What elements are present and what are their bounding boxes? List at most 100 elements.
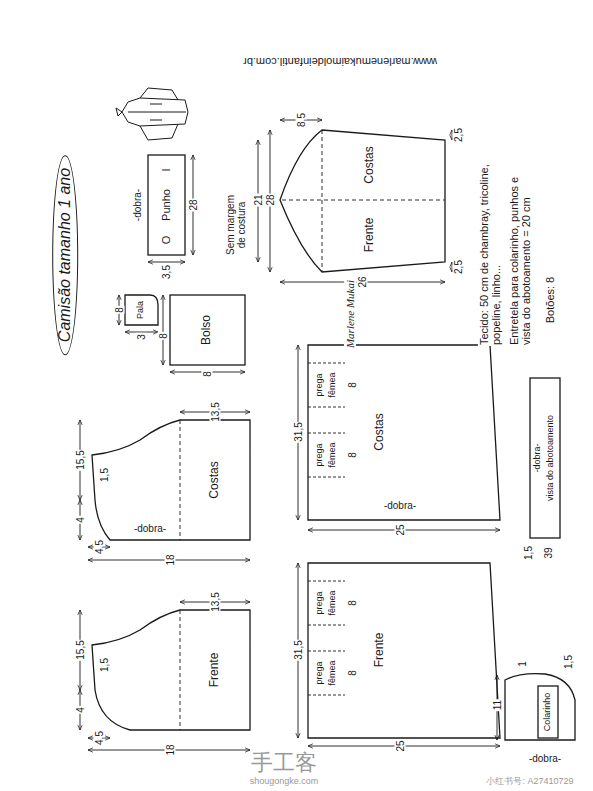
dimension: 13,5 <box>210 401 221 422</box>
dimension: 8 <box>158 332 169 340</box>
piece-label: Frente <box>208 652 221 689</box>
signature: Marlene Mukai <box>344 279 356 349</box>
website-url: www.marlenemukaimoldeinfantil.com.br <box>242 56 438 68</box>
dimension: 4,5 <box>94 730 105 746</box>
flap-piece: Pala <box>125 295 158 325</box>
back-skirt-piece: Costas-dobra-pregafêmeapregafêmea <box>308 345 500 520</box>
grain-line <box>180 130 445 730</box>
dimension: 11 <box>492 699 503 711</box>
dimension: 13,5 <box>210 591 221 612</box>
piece-outline <box>280 130 445 272</box>
dimension: 8 <box>114 306 125 314</box>
piece-label: fêmea <box>328 441 338 468</box>
dimension: 8 <box>347 599 358 607</box>
piece-outline <box>170 295 245 365</box>
dimension: 2,5 <box>453 259 464 275</box>
material-note: Botões: 8 <box>544 276 556 324</box>
collar-piece: Colarinho <box>505 670 575 740</box>
piece-label: prega <box>315 442 325 467</box>
pattern-title: Camisão tamanho 1 ano <box>52 155 78 355</box>
dimension: 4 <box>75 516 86 524</box>
watermark: 小红书号: A27410729 <box>485 777 574 787</box>
piece-label: Colarinho <box>543 692 553 733</box>
piece-outline <box>125 295 158 325</box>
dimension: 31,5 <box>293 639 304 660</box>
piece-label: Costas <box>363 145 376 184</box>
piece-label: prega <box>315 660 325 685</box>
dimension: 21 <box>253 193 264 206</box>
fold-note: -dobra- <box>528 753 562 764</box>
piece-label: fêmea <box>328 659 338 686</box>
piece-label: Costas <box>208 460 221 499</box>
dimension-line <box>163 295 164 365</box>
dimension: 2,5 <box>453 127 464 143</box>
pocket-piece: Bolso <box>170 295 245 365</box>
dimension: 26 <box>357 275 368 288</box>
grain-line <box>180 420 181 730</box>
shirt-illustration <box>122 98 188 126</box>
dimension: 4 <box>75 706 86 714</box>
dimension: 1,5 <box>563 654 574 670</box>
piece-outline <box>92 420 250 540</box>
dimension: 3,5 <box>161 264 172 280</box>
material-note: Tecido: 50 cm de chambray, tricoline, po… <box>478 154 502 346</box>
piece-outline <box>505 674 575 740</box>
dimension: 4,5 <box>94 539 105 555</box>
piece-label: I <box>160 167 172 172</box>
piece-label: Frente <box>373 632 386 669</box>
shirt-illustration <box>140 124 178 140</box>
shirt-illustration <box>116 88 188 140</box>
pleat-mark <box>308 363 345 695</box>
piece-label: -dobra- <box>383 500 417 511</box>
piece-label: Pala <box>136 300 146 320</box>
piece-outline <box>92 610 250 730</box>
placket-piece: vista do abotoamento-dobra- <box>530 378 560 538</box>
pleat-mark <box>308 581 345 695</box>
dimension: 25 <box>395 739 406 752</box>
dimension: 1 <box>517 660 528 668</box>
piece-outline <box>148 155 185 255</box>
piece-outline <box>538 686 558 738</box>
piece-label: vista do abotoamento <box>546 414 556 502</box>
dimension: 8 <box>347 669 358 677</box>
piece-outline <box>530 378 560 538</box>
dimension: 1,5 <box>523 545 534 561</box>
dimension: 8 <box>347 451 358 459</box>
piece-label: -dobra- <box>133 523 167 534</box>
piece-label: O <box>160 235 172 246</box>
dimension: 1,5 <box>99 467 110 483</box>
dimension-line <box>80 120 500 750</box>
piece-label: Bolso <box>200 314 213 346</box>
dimension: 1,5 <box>99 657 110 673</box>
piece-outline <box>92 130 575 740</box>
pleat-mark <box>308 363 345 477</box>
seam-note: Sem margem de costura <box>225 189 247 261</box>
dimension: 3 <box>136 333 147 341</box>
back-bodice-piece: Costas -dobra- <box>88 420 250 540</box>
shirt-illustration <box>150 104 162 120</box>
front-skirt-piece: Frentepregafêmeapregafêmea <box>308 563 500 738</box>
dimension: 8 <box>347 381 358 389</box>
material-note: Entretela para colarinho, punhos e vista… <box>508 154 532 346</box>
piece-label: Frente <box>363 217 376 254</box>
sleeve-piece: CostasFrente <box>280 130 445 272</box>
shirt-illustration <box>128 112 186 113</box>
dimension-line <box>148 262 185 263</box>
dimension: 18 <box>165 553 176 566</box>
dimension: 18 <box>165 743 176 756</box>
dimension: 31,5 <box>293 421 304 442</box>
fold-note: -dobra- <box>132 188 143 222</box>
piece-label: Punho <box>160 188 172 222</box>
piece-outline <box>308 563 500 738</box>
piece-outline <box>308 345 500 520</box>
piece-label: fêmea <box>328 371 338 398</box>
grain-line <box>282 130 445 272</box>
piece-label: -dobra- <box>533 442 543 473</box>
shirt-illustration <box>140 88 178 100</box>
dimension: 39 <box>543 546 554 559</box>
dimension: 28 <box>265 193 276 206</box>
piece-label: fêmea <box>328 589 338 616</box>
dimension: 8,5 <box>296 112 307 128</box>
shirt-illustration <box>116 108 122 116</box>
